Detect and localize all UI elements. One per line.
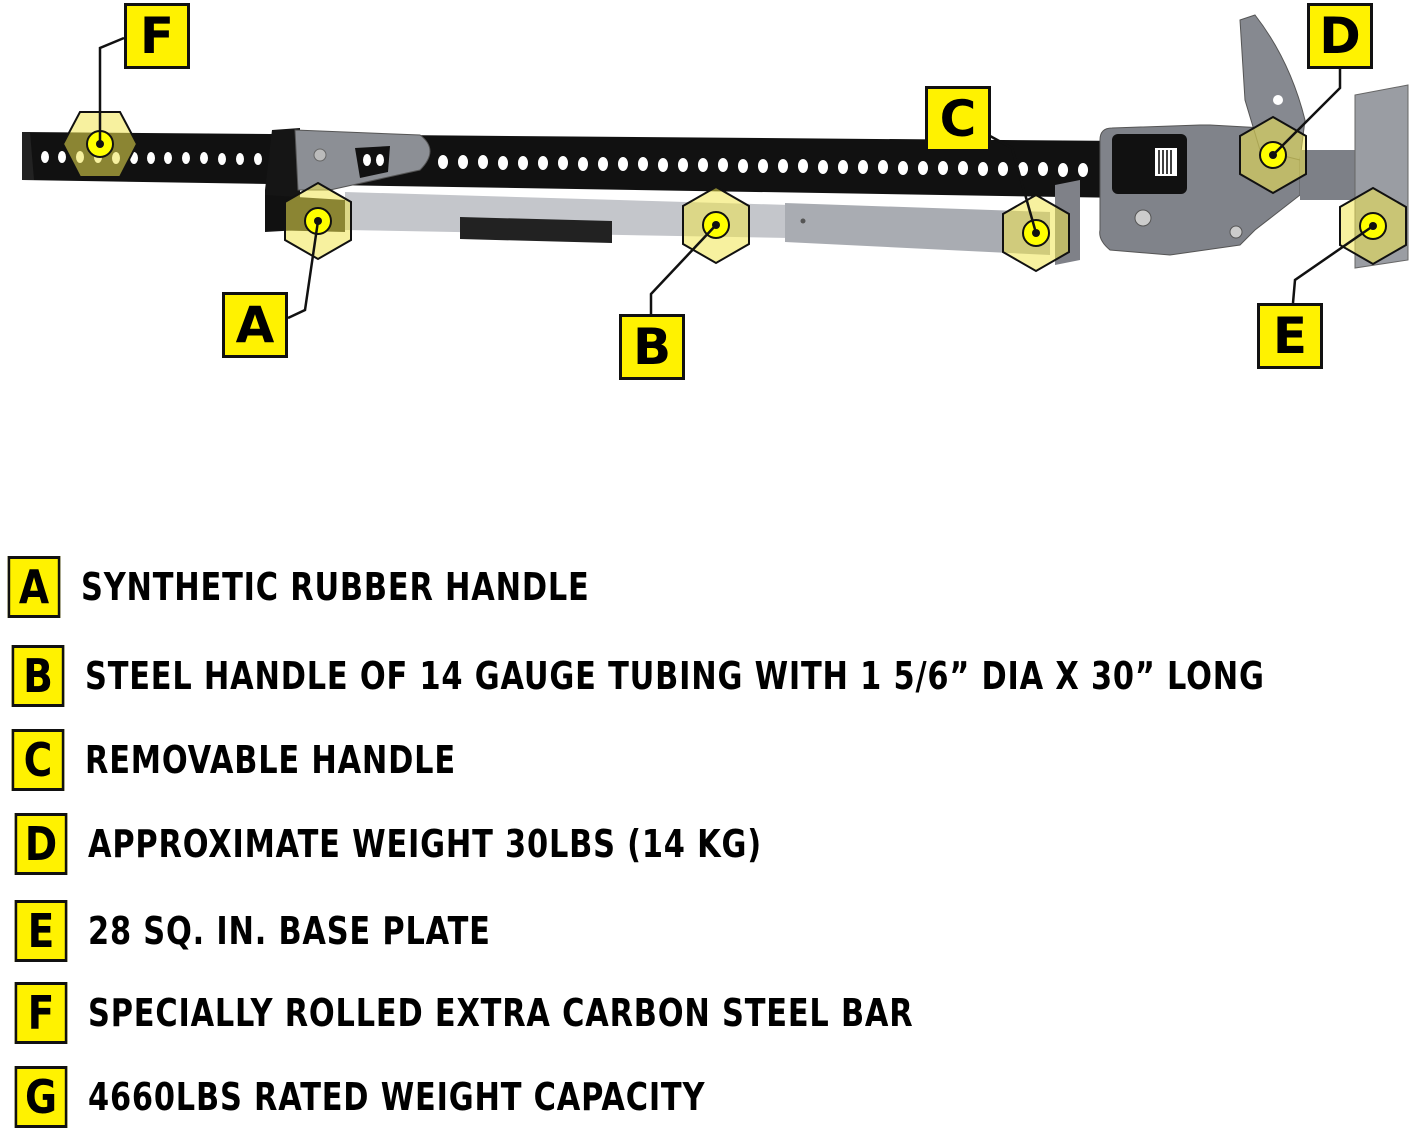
legend-text-d: APPROXIMATE WEIGHT 30LBS (14 KG) (88, 822, 762, 866)
legend-item-b: B STEEL HANDLE OF 14 GAUGE TUBING WITH 1… (7, 645, 1413, 707)
legend-text-a: SYNTHETIC RUBBER HANDLE (81, 565, 590, 609)
legend-badge-f: F (14, 982, 68, 1044)
callout-markers (61, 36, 1407, 320)
callout-label-e: E (1257, 303, 1323, 369)
legend-item-g: G 4660LBS RATED WEIGHT CAPACITY (10, 1066, 860, 1128)
handle-tube (265, 192, 1050, 255)
legend-badge-e: E (14, 900, 68, 962)
legend-text-f: SPECIALLY ROLLED EXTRA CARBON STEEL BAR (88, 991, 914, 1035)
legend-item-c: C REMOVABLE HANDLE (7, 729, 549, 791)
jack-illustration (22, 14, 1409, 320)
legend-item-e: E 28 SQ. IN. BASE PLATE (10, 900, 591, 962)
legend-text-g: 4660LBS RATED WEIGHT CAPACITY (88, 1075, 706, 1119)
legend-badge-c: C (11, 729, 65, 791)
legend-badge-b: B (11, 645, 65, 707)
callout-label-a: A (222, 292, 288, 358)
callout-label-b: B (619, 314, 685, 380)
callout-label-c: C (925, 86, 991, 152)
legend-badge-a: A (7, 556, 61, 618)
legend-badge-g: G (14, 1066, 68, 1128)
legend-text-b: STEEL HANDLE OF 14 GAUGE TUBING WITH 1 5… (85, 654, 1265, 698)
legend-item-d: D APPROXIMATE WEIGHT 30LBS (14 KG) (10, 813, 930, 875)
legend-text-c: REMOVABLE HANDLE (85, 738, 456, 782)
legend-text-e: 28 SQ. IN. BASE PLATE (88, 909, 491, 953)
legend-badge-d: D (14, 813, 68, 875)
callout-label-f: F (124, 3, 190, 69)
jack-diagram: F A B C D E (0, 0, 1413, 400)
callout-label-d: D (1307, 3, 1373, 69)
legend-item-a: A SYNTHETIC RUBBER HANDLE (3, 556, 717, 618)
legend-item-f: F SPECIALLY ROLLED EXTRA CARBON STEEL BA… (10, 982, 1120, 1044)
